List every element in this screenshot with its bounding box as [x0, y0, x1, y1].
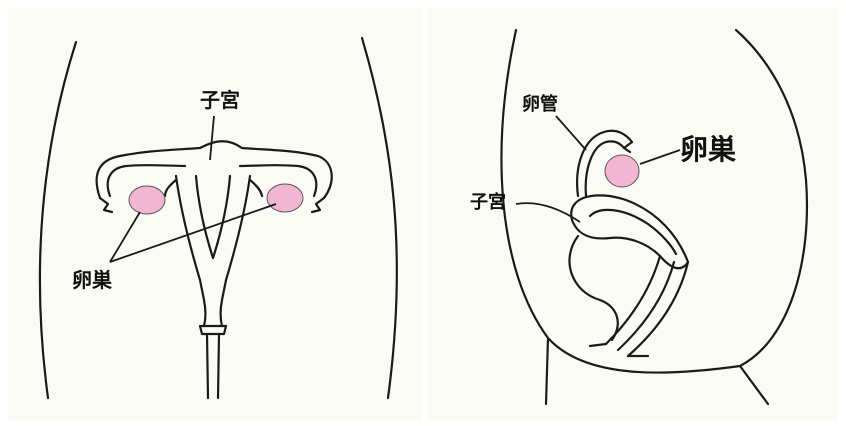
- side-uterus-label: 子宮: [470, 194, 506, 212]
- front-right-ovary: [267, 184, 303, 212]
- side-ovary: [605, 155, 639, 187]
- front-ovary-label: 卵巣: [72, 270, 112, 290]
- side-panel-background: [428, 8, 838, 420]
- front-panel-background: [8, 8, 422, 420]
- front-vagina-left: [207, 334, 208, 398]
- front-left-ovary: [129, 186, 165, 214]
- front-vagina-right: [218, 334, 219, 398]
- side-ovary-label: 卵巣: [680, 136, 736, 164]
- side-tube-label: 卵管: [522, 96, 558, 114]
- front-uterus-label: 子宮: [200, 90, 240, 110]
